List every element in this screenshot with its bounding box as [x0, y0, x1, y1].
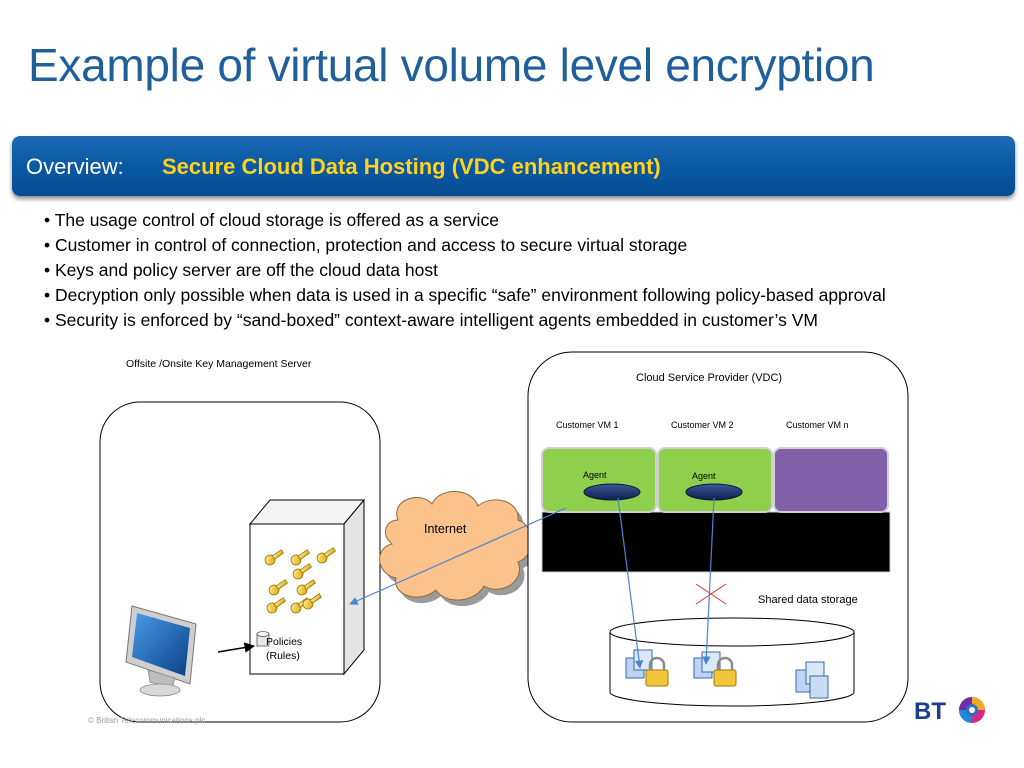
bullet-item: Decryption only possible when data is us…: [44, 283, 886, 308]
banner-highlight: Secure Cloud Data Hosting (VDC enhanceme…: [162, 154, 661, 179]
agent-storage-arrow: [702, 497, 715, 665]
agent-label: Agent: [692, 471, 716, 481]
agent-label: Agent: [583, 470, 607, 480]
policies-label: Policies: [266, 636, 303, 648]
bullet-item: Security is enforced by “sand-boxed” con…: [44, 308, 886, 333]
bullet-list: The usage control of cloud storage is of…: [44, 208, 886, 333]
agent-storage-arrow: [617, 497, 644, 669]
banner-lead: Overview:: [26, 154, 124, 179]
cloud-provider-label: Cloud Service Provider (VDC): [636, 372, 783, 384]
bullet-item: Customer in control of connection, prote…: [44, 233, 886, 258]
vm-label: Customer VM 1: [556, 420, 619, 430]
monitor-icon: [125, 605, 197, 697]
platform-bar: [541, 511, 891, 573]
server-icon: [248, 498, 366, 676]
storage-label: Shared data storage: [758, 594, 858, 606]
bt-logo-text: BT: [914, 698, 946, 725]
internet-label: Internet: [424, 522, 467, 536]
overview-banner: Overview: Secure Cloud Data Hosting (VDC…: [12, 136, 1015, 196]
policy-database-icon: [256, 631, 270, 647]
key-icon: [264, 547, 336, 614]
copyright-text: © British Telecommunications plc: [88, 716, 206, 725]
key-server-label: Offsite /Onsite Key Management Server: [126, 358, 312, 370]
vm-label: Customer VM n: [786, 420, 849, 430]
slide-title: Example of virtual volume level encrypti…: [28, 39, 875, 91]
connection-arrow: [217, 642, 256, 653]
bullet-item: The usage control of cloud storage is of…: [44, 208, 886, 233]
bullet-item: Keys and policy server are off the cloud…: [44, 258, 886, 283]
vm-label: Customer VM 2: [671, 420, 734, 430]
policies-label: (Rules): [266, 650, 300, 662]
agent-key-request-arrow: [349, 507, 567, 605]
agent-icon: [583, 483, 641, 501]
customer-vm-1: [541, 447, 657, 513]
data-volume-icon: [795, 661, 829, 699]
bt-globe-icon: [958, 696, 986, 724]
internet-cloud-icon: [379, 491, 532, 601]
bt-logo: BT: [914, 696, 986, 725]
customer-vm-n: [773, 447, 889, 513]
agent-icon: [685, 483, 743, 501]
blocked-access-cross-icon: [695, 583, 727, 605]
customer-vm-2: [657, 447, 773, 513]
